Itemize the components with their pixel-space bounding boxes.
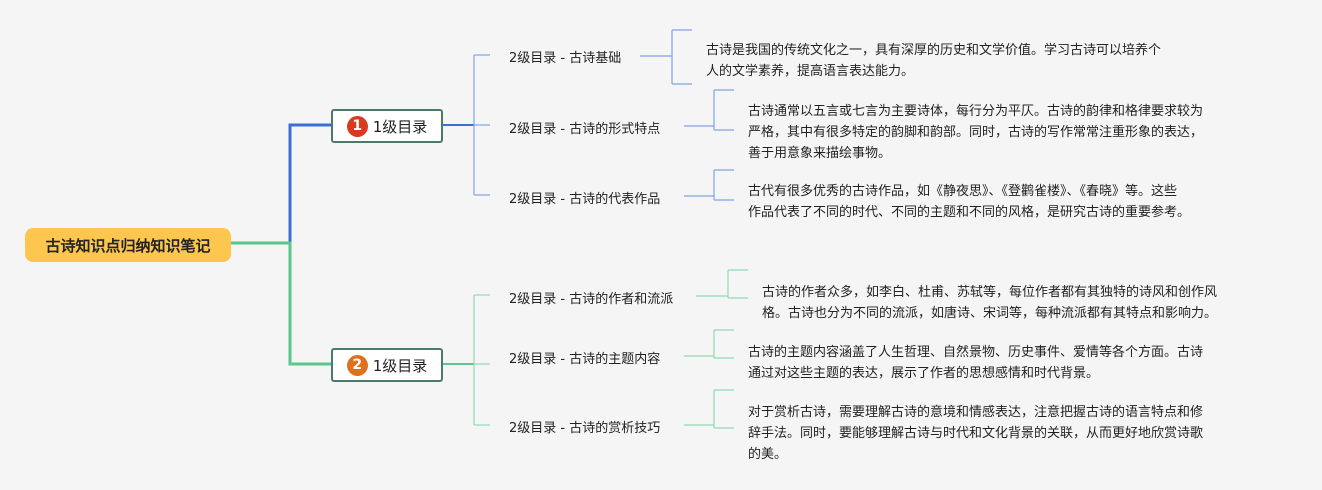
note-2-2: 古诗的主题内容涵盖了人生哲理、自然景物、历史事件、爱情等各个方面。古诗 通过对这… [748, 342, 1203, 384]
connector-note-2-2 [684, 329, 734, 359]
note-2-3: 对于赏析古诗，需要理解古诗的意境和情感表达，注意把握古诗的语言特点和修 辞手法。… [748, 402, 1203, 465]
note-2-1: 古诗的作者众多，如李白、杜甫、苏轼等，每位作者都有其独特的诗风和创作风 格。古诗… [762, 282, 1217, 324]
connector-note-1-1 [640, 29, 692, 85]
connector-note-2-3 [684, 389, 734, 429]
level1-topic-1[interactable]: 1 1级目录 [331, 109, 443, 143]
note-line: 古诗的主题内容涵盖了人生哲理、自然景物、历史事件、爱情等各个方面。古诗 [748, 345, 1204, 360]
root-topic[interactable]: 古诗知识点归纳知识笔记 [25, 228, 231, 262]
level2-topic-1-1[interactable]: 2级目录 - 古诗基础 [509, 51, 622, 66]
number-badge-2: 2 [346, 354, 368, 376]
level2-topic-1-2[interactable]: 2级目录 - 古诗的形式特点 [509, 122, 661, 137]
connector-note-2-1 [696, 269, 748, 299]
note-1-3: 古代有很多优秀的古诗作品，如《静夜思》、《登鹳雀楼》、《春晓》等。这些 作品代表… [748, 181, 1190, 223]
note-line: 格。古诗也分为不同的流派，如唐诗、宋词等，每种流派都有其特点和影响力。 [762, 306, 1218, 321]
connector-note-1-2 [684, 89, 734, 131]
note-line: 的美。 [748, 447, 788, 462]
note-line: 古诗是我国的传统文化之一，具有深厚的历史和文学价值。学习古诗可以培养个 [706, 43, 1162, 58]
note-1-2: 古诗通常以五言或七言为主要诗体，每行分为平仄。古诗的韵律和格律要求较为 严格，其… [748, 101, 1203, 164]
level1-topic-label: 1级目录 [372, 117, 428, 136]
level1-topic-2[interactable]: 2 1级目录 [331, 348, 443, 382]
connector-root-to-branch-2 [231, 241, 331, 366]
level2-topic-2-1[interactable]: 2级目录 - 古诗的作者和流派 [509, 292, 674, 307]
note-line: 严格，其中有很多特定的韵脚和韵部。同时，古诗的写作常常注重形象的表达， [748, 125, 1204, 140]
note-line: 人的文学素养，提高语言表达能力。 [706, 64, 915, 79]
note-line: 古诗通常以五言或七言为主要诗体，每行分为平仄。古诗的韵律和格律要求较为 [748, 104, 1204, 119]
root-topic-label: 古诗知识点归纳知识笔记 [45, 236, 211, 255]
note-line: 善于用意象来描绘事物。 [748, 146, 892, 161]
note-line: 古代有很多优秀的古诗作品，如《静夜思》、《登鹳雀楼》、《春晓》等。这些 [748, 184, 1178, 199]
connector-root-to-branch-1 [231, 123, 331, 245]
number-badge-1: 1 [346, 115, 368, 137]
note-line: 通过对这些主题的表达，展示了作者的思想感情和时代背景。 [748, 366, 1100, 381]
level2-topic-1-3[interactable]: 2级目录 - 古诗的代表作品 [509, 192, 661, 207]
level2-topic-2-2[interactable]: 2级目录 - 古诗的主题内容 [509, 352, 661, 367]
note-line: 作品代表了不同的时代、不同的主题和不同的风格，是研究古诗的重要参考。 [748, 205, 1191, 220]
level2-topic-2-3[interactable]: 2级目录 - 古诗的赏析技巧 [509, 421, 661, 436]
level1-topic-label: 1级目录 [372, 356, 428, 375]
note-line: 古诗的作者众多，如李白、杜甫、苏轼等，每位作者都有其独特的诗风和创作风 [762, 285, 1218, 300]
note-line: 辞手法。同时，要能够理解古诗与时代和文化背景的关联，从而更好地欣赏诗歌 [748, 426, 1204, 441]
note-line: 对于赏析古诗，需要理解古诗的意境和情感表达，注意把握古诗的语言特点和修 [748, 405, 1204, 420]
note-1-1: 古诗是我国的传统文化之一，具有深厚的历史和文学价值。学习古诗可以培养个 人的文学… [706, 40, 1161, 82]
connector-note-1-3 [684, 169, 734, 201]
